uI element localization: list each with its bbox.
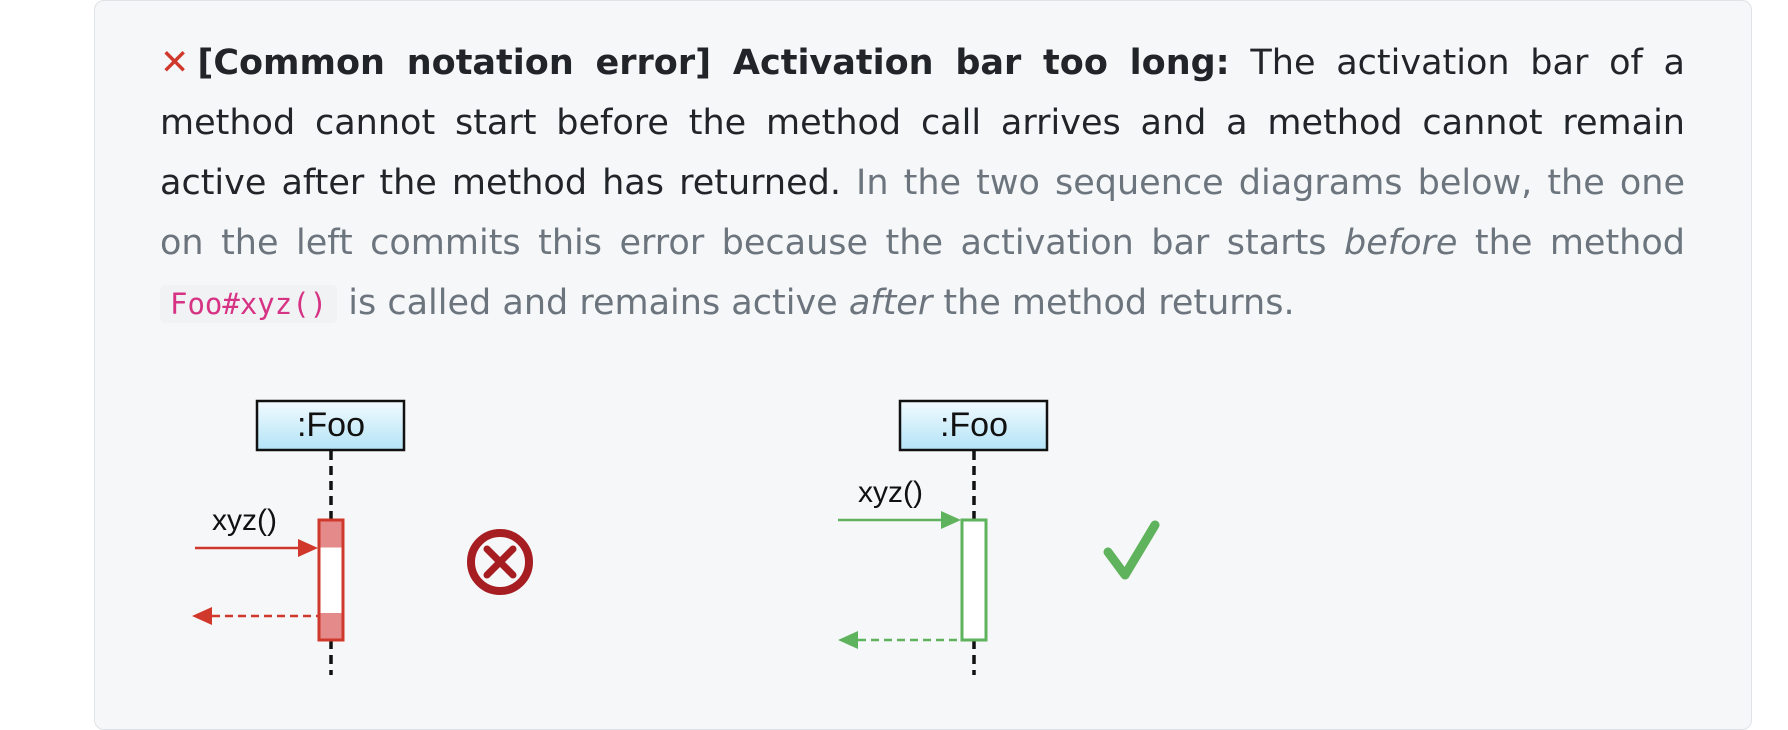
x-circle-icon — [467, 529, 533, 595]
checkmark-icon — [1103, 520, 1160, 580]
message-label: xyz() — [212, 504, 277, 537]
call-arrow-head — [941, 511, 961, 529]
activation-bar — [960, 518, 988, 642]
call-arrow-head — [298, 539, 318, 557]
return-arrow-head — [192, 607, 212, 625]
error-statement: The activation bar of a method cannot st… — [160, 43, 1685, 203]
activation-bar-excess-bottom — [320, 613, 342, 639]
lifeline-label: :Foo — [940, 406, 1008, 444]
emphasis-before: before — [1344, 223, 1458, 263]
error-title: [Common notation error] Activation bar t… — [197, 43, 1230, 83]
explanation-part-3: is called and remains active — [337, 283, 849, 323]
explanation-part-1: In the two sequence diagrams below, the … — [160, 163, 1685, 263]
explanation-part-4: the method returns. — [932, 283, 1295, 323]
sequence-diagrams: :Foo xyz() :Foo xyz() — [192, 399, 1160, 675]
diagram-correct: :Foo xyz() — [838, 399, 1160, 675]
lifeline-label: :Foo — [297, 406, 365, 444]
return-arrow-head — [838, 631, 858, 649]
message-label: xyz() — [858, 476, 923, 509]
error-description: ✕[Common notation error] Activation bar … — [160, 33, 1685, 334]
notation-error-card — [94, 0, 1752, 730]
lifeline-box — [255, 399, 406, 452]
emphasis-after: after — [848, 283, 933, 323]
method-code: Foo#xyz() — [160, 285, 338, 323]
activation-bar-excess-top — [320, 521, 342, 548]
diagram-wrong: :Foo xyz() — [192, 399, 533, 675]
explanation-part-2: the method — [1457, 223, 1685, 263]
error-x-icon: ✕ — [160, 43, 190, 83]
lifeline-box — [898, 399, 1049, 452]
